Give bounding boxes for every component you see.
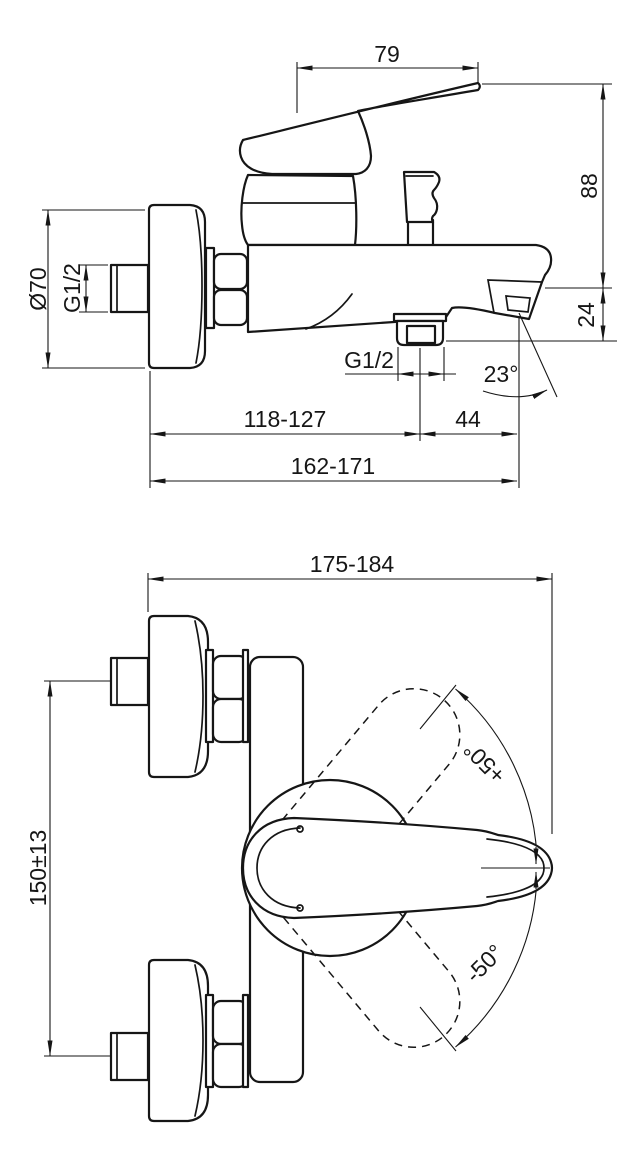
wall-flange-chamfer-line [195,209,203,364]
dim-label-inlet-thread: G1/2 [59,263,85,313]
dim-overall-projection: 175-184 [147,551,553,834]
diverter-stem [406,218,435,248]
washer-plan-top [241,648,250,744]
spout-end-face-lines [486,279,543,314]
dim-height-88: 88 [482,83,612,289]
dim-label-overall-projection: 175-184 [310,551,395,577]
nut-backplate-plan-bottom [204,993,215,1089]
spout-body [246,243,553,334]
dim-connection-spacing: 150±13 [25,680,110,1057]
dim-label-diverter-thread: G1/2 [344,347,394,373]
dim-outlet-angle: 23° [482,312,558,399]
handle-screw-bottom [296,904,304,912]
handle-inner-cap-line [256,827,301,909]
dim-diverter-thread: G1/2 [344,347,456,381]
union-nut-upper [212,252,249,291]
diverter-knob [402,170,441,224]
dim-label-total-projection: 162-171 [291,453,375,479]
dim-label-height-88: 88 [576,173,602,199]
wall-flange-plan-bottom [147,958,210,1123]
spout-contour-line [305,293,353,330]
nut-backplate-side [204,246,216,330]
dim-label-lever-length: 79 [374,41,400,67]
flange-bottom-chamfer-line [194,964,204,1117]
dim-label-connection-spacing: 150±13 [25,830,51,907]
dim-lever-length: 79 [296,41,479,113]
dim-flange-diameter: Ø70 [25,209,145,369]
dim-inlet-thread: G1/2 [59,263,108,313]
washer-plan-bottom [241,993,250,1089]
dim-label-wall-to-diverter: 118-127 [244,406,327,432]
aerator-face [505,295,531,313]
cartridge-body [240,173,358,247]
lever-handle-side [238,81,481,176]
dim-projection-group: 118-127 44 162-171 [149,316,520,488]
flange-top-chamfer-line [194,620,204,773]
union-nut-lower [212,288,249,327]
wall-flange-side [147,203,207,370]
handle-screw-top [296,825,304,833]
lever-handle-plan [241,816,554,920]
plan-view: +50° -50° 175-184 150±13 [25,551,554,1123]
dim-label-outlet-angle: 23° [484,361,519,387]
dim-label-flange-diameter: Ø70 [25,267,51,310]
wall-flange-plan-top [147,614,210,779]
dim-label-diverter-to-tip: 44 [455,406,481,432]
nut-backplate-plan-top [204,648,215,744]
side-view: 79 88 24 Ø70 G1/2 [25,41,617,488]
dim-label-drop-24: 24 [573,302,599,328]
diverter-outlet-boss [405,324,437,345]
